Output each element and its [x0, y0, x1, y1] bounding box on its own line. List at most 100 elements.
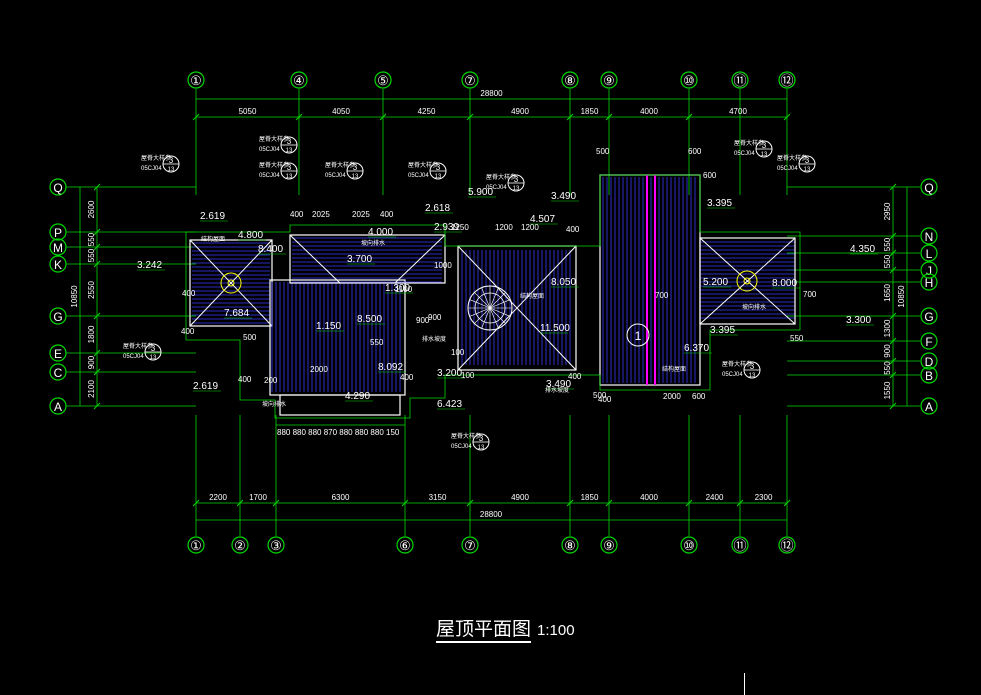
dim-tick [93, 260, 101, 268]
roof-note: 坡向排水 [742, 303, 766, 311]
axis-bubble-right [920, 307, 938, 325]
detail-ref-sheet: 13 [435, 174, 442, 180]
detail-ref-code: 05CJ04 [141, 166, 162, 172]
axis-label-bottom: ⑫ [780, 538, 793, 553]
dome-rib [489, 299, 511, 309]
axis-bubble-bottom [561, 536, 579, 554]
elevation-label: 3.700 [347, 254, 372, 265]
detail-ref-note: 屋脊大样参 [141, 154, 171, 162]
detail-ref-note: 屋脊大样参 [325, 161, 355, 169]
axis-label-left: C [54, 366, 63, 380]
detail-ref-code: 05CJ04 [777, 166, 798, 172]
axis-label-right: A [925, 400, 933, 414]
hip-line [289, 234, 341, 284]
dim-tick [93, 183, 101, 191]
elevation-label: 6.423 [437, 399, 462, 410]
detail-ref-code: 05CJ04 [408, 173, 429, 179]
axis-bubble-bottom [231, 536, 249, 554]
small-dim: 550 [370, 338, 384, 347]
dim-value: 1300 [883, 319, 892, 337]
axis-bubble-right [920, 366, 938, 384]
axis-bubble-bottom [600, 536, 618, 554]
elevation-label: 3.200 [437, 368, 462, 379]
small-dim: 600 [688, 147, 702, 156]
small-dim: 2025 [312, 210, 330, 219]
axis-bubble-top [461, 71, 479, 89]
dim-value: 4250 [418, 107, 436, 116]
detail-ref-num: 3 [151, 344, 156, 353]
right-wing-outline [699, 237, 796, 325]
elevation-label: 5.900 [468, 187, 493, 198]
dim-value: 4900 [511, 493, 529, 502]
axis-label-top: ⑫ [780, 73, 793, 88]
dim-value: 550 [87, 232, 96, 246]
elevation-label: 8.500 [357, 314, 382, 325]
dim-total: 28800 [480, 89, 503, 98]
detail-ref-sheet: 13 [352, 174, 359, 180]
detail-ref-num: 3 [287, 137, 292, 146]
dim-tick [401, 499, 409, 507]
dim-value: 900 [87, 355, 96, 369]
roof-note: 结构屋面 [520, 292, 544, 300]
annotation-labels: 2.6194.8008.4002.6184.0003.7002.9395.900… [137, 147, 878, 437]
small-dim: 500 [593, 391, 607, 400]
axis-label-bottom: ② [234, 538, 246, 553]
axis-label-right: J [926, 264, 932, 278]
elevation-label: 3.490 [546, 379, 571, 390]
axis-bubble-left [49, 307, 67, 325]
detail-ref-code: 05CJ04 [123, 354, 144, 360]
axis-label-right: D [925, 355, 934, 369]
axis-bubble-bottom [731, 536, 749, 554]
elevation-label: 4.000 [368, 227, 393, 238]
dim-tick [93, 402, 101, 410]
elevation-label: 4.507 [530, 214, 555, 225]
small-dim: 700 [655, 291, 669, 300]
dim-tick [736, 499, 744, 507]
small-dim: 600 [703, 171, 717, 180]
elevation-label: 8.000 [772, 278, 797, 289]
detail-ref-num: 3 [762, 141, 767, 150]
detail-ref-note: 屋脊大样参 [451, 432, 481, 440]
axis-label-bottom: ⑪ [733, 538, 746, 553]
small-dim: 2000 [310, 365, 328, 374]
axis-label-top: ⑩ [683, 73, 695, 88]
elevation-label: 2.939 [434, 222, 459, 233]
hip-line [457, 245, 577, 371]
axis-bubble-top [778, 71, 796, 89]
small-dim: 600 [692, 392, 706, 401]
axis-bubble-left [49, 178, 67, 196]
axis-label-top: ④ [293, 73, 305, 88]
elevation-label: 4.350 [850, 244, 875, 255]
dim-value: 4000 [640, 107, 658, 116]
detail-ref-note: 屋脊大样参 [259, 161, 289, 169]
small-dim: 500 [596, 147, 610, 156]
roof-hatch [271, 282, 401, 392]
detail-ref-sheet: 13 [286, 174, 293, 180]
dim-value: 5050 [239, 107, 257, 116]
dim-value: 6300 [332, 493, 350, 502]
small-dim: 100 [451, 348, 465, 357]
dim-value: 2600 [87, 200, 96, 218]
small-dim: 400 [238, 375, 252, 384]
detail-ref-note: 屋脊大样参 [408, 161, 438, 169]
axis-bubble-right [920, 178, 938, 196]
upper-block-outline [289, 234, 446, 284]
dim-value: 550 [883, 254, 892, 268]
dim-tick [889, 357, 897, 365]
small-dim: 400 [568, 372, 582, 381]
roof-note: 排水坡度 [545, 386, 569, 394]
elevation-label: 1.300 [385, 283, 410, 294]
small-dim: 550 [790, 334, 804, 343]
detail-ref-num: 3 [805, 156, 810, 165]
detail-ref-sheet: 13 [513, 186, 520, 192]
small-dim: 400 [181, 327, 195, 336]
detail-ref-sheet: 13 [286, 148, 293, 154]
dim-tick [889, 337, 897, 345]
vent-circle [220, 272, 242, 294]
dim-value: 4000 [640, 493, 658, 502]
drawing-title: 屋顶平面图 [436, 618, 532, 643]
roof-hatch [700, 241, 795, 319]
axis-label-top: ⑤ [377, 73, 389, 88]
